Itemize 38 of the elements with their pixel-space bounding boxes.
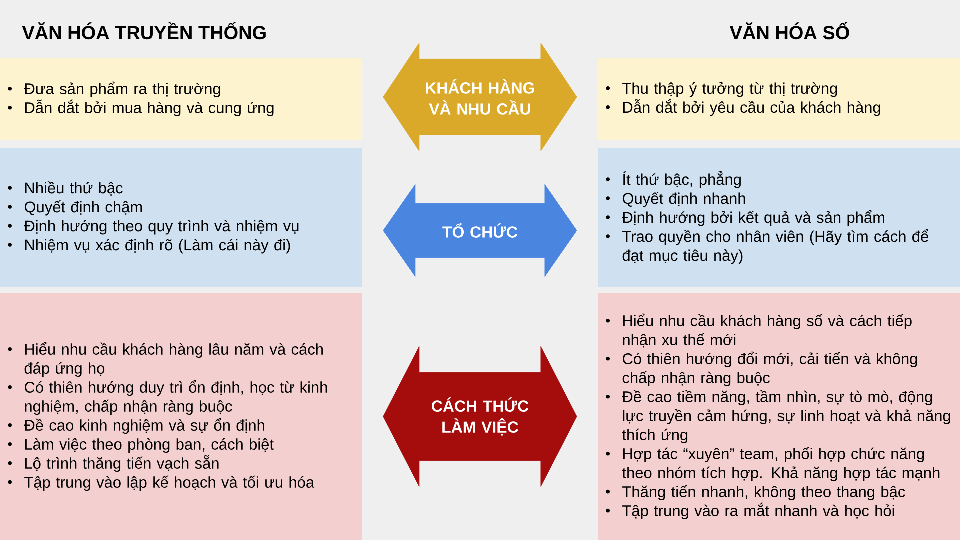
bullet-item: Dẫn dắt bởi mua hàng và cung ứng (8, 100, 274, 117)
edge-label: CÁCH THỨC LÀM VIỆC (432, 398, 529, 436)
double-arrow (383, 42, 578, 152)
bullet-item: Đề cao kinh nghiệm và sự ổn định (8, 418, 264, 434)
bullet-item: Hiểu nhu cầu khách hàng số và cách tiếp nhận xu thế mới (606, 314, 912, 348)
column-heading: VĂN HÓA TRUYỀN THỐNG (22, 22, 266, 40)
bullet-item: Trao quyền cho nhân viên (Hãy tìm cách để đạt mục tiêu này) (606, 230, 928, 264)
bullet-item: Định hướng bởi kết quả và sản phẩm (606, 210, 884, 226)
double-arrow (383, 346, 578, 487)
text-panel (598, 293, 960, 540)
bullet-item: Hiểu nhu cầu khách hàng lâu năm và cách đáp ứng họ (8, 342, 323, 378)
bullet-item: Tập trung vào ra mắt nhanh và học hỏi (606, 502, 894, 520)
bullet-item: Nhiều thứ bậc (8, 182, 123, 196)
bullet-item: Quyết định chậm (8, 200, 142, 216)
bullet-item: Thu thập ý tưởng từ thị trường (606, 82, 838, 98)
bullet-item: Đề cao tiềm năng, tầm nhìn, sự tò mò, động lực truyền cảm hứng, sự linh hoạt và khả năng thích ứng (606, 390, 950, 444)
bullet-item: Tập trung vào lập kế hoạch và tối ưu hóa (8, 476, 315, 492)
bullet-item: Nhiệm vụ xác định rõ (Làm cái này đi) (8, 239, 290, 254)
edge-label: TỔ CHỨC (442, 223, 518, 238)
bullet-item: Đưa sản phẩm ra thị trường (8, 82, 220, 98)
column-heading: VĂN HÓA SỐ (730, 22, 850, 40)
bullet-item: Lộ trình thăng tiến vạch sẵn (8, 455, 219, 472)
bullet-item: Thăng tiến nhanh, không theo thang bậc (606, 485, 906, 501)
bullet-item: Có thiên hướng đổi mới, cải tiến và không chấp nhận ràng buộc (606, 352, 918, 387)
text-panel (598, 58, 960, 140)
bullet-item: Ít thứ bậc, phẳng (606, 171, 741, 188)
double-arrow (383, 184, 578, 277)
text-panel (0, 148, 362, 288)
edge-label: KHÁCH HÀNG VÀ NHU CẦU (426, 80, 534, 115)
bullet-item: Định hướng theo quy trình và nhiệm vụ (8, 220, 299, 235)
text-panel (0, 293, 362, 540)
bullet-item: Quyết định nhanh (606, 192, 746, 208)
bullet-item: Có thiên hướng duy trì ổn định, học từ kinh nghiệm, chấp nhận ràng buộc (8, 380, 328, 416)
text-panel (598, 148, 960, 288)
bullet-item: Dẫn dắt bởi yêu cầu của khách hàng (606, 100, 880, 116)
text-panel (0, 58, 362, 140)
bullet-item: Làm việc theo phòng ban, cách biệt (8, 438, 274, 454)
bullet-item: Hợp tác “xuyên” team, phối hợp chức năng theo nhóm tích hợp. Khả năng hợp tác mạnh (606, 447, 940, 482)
